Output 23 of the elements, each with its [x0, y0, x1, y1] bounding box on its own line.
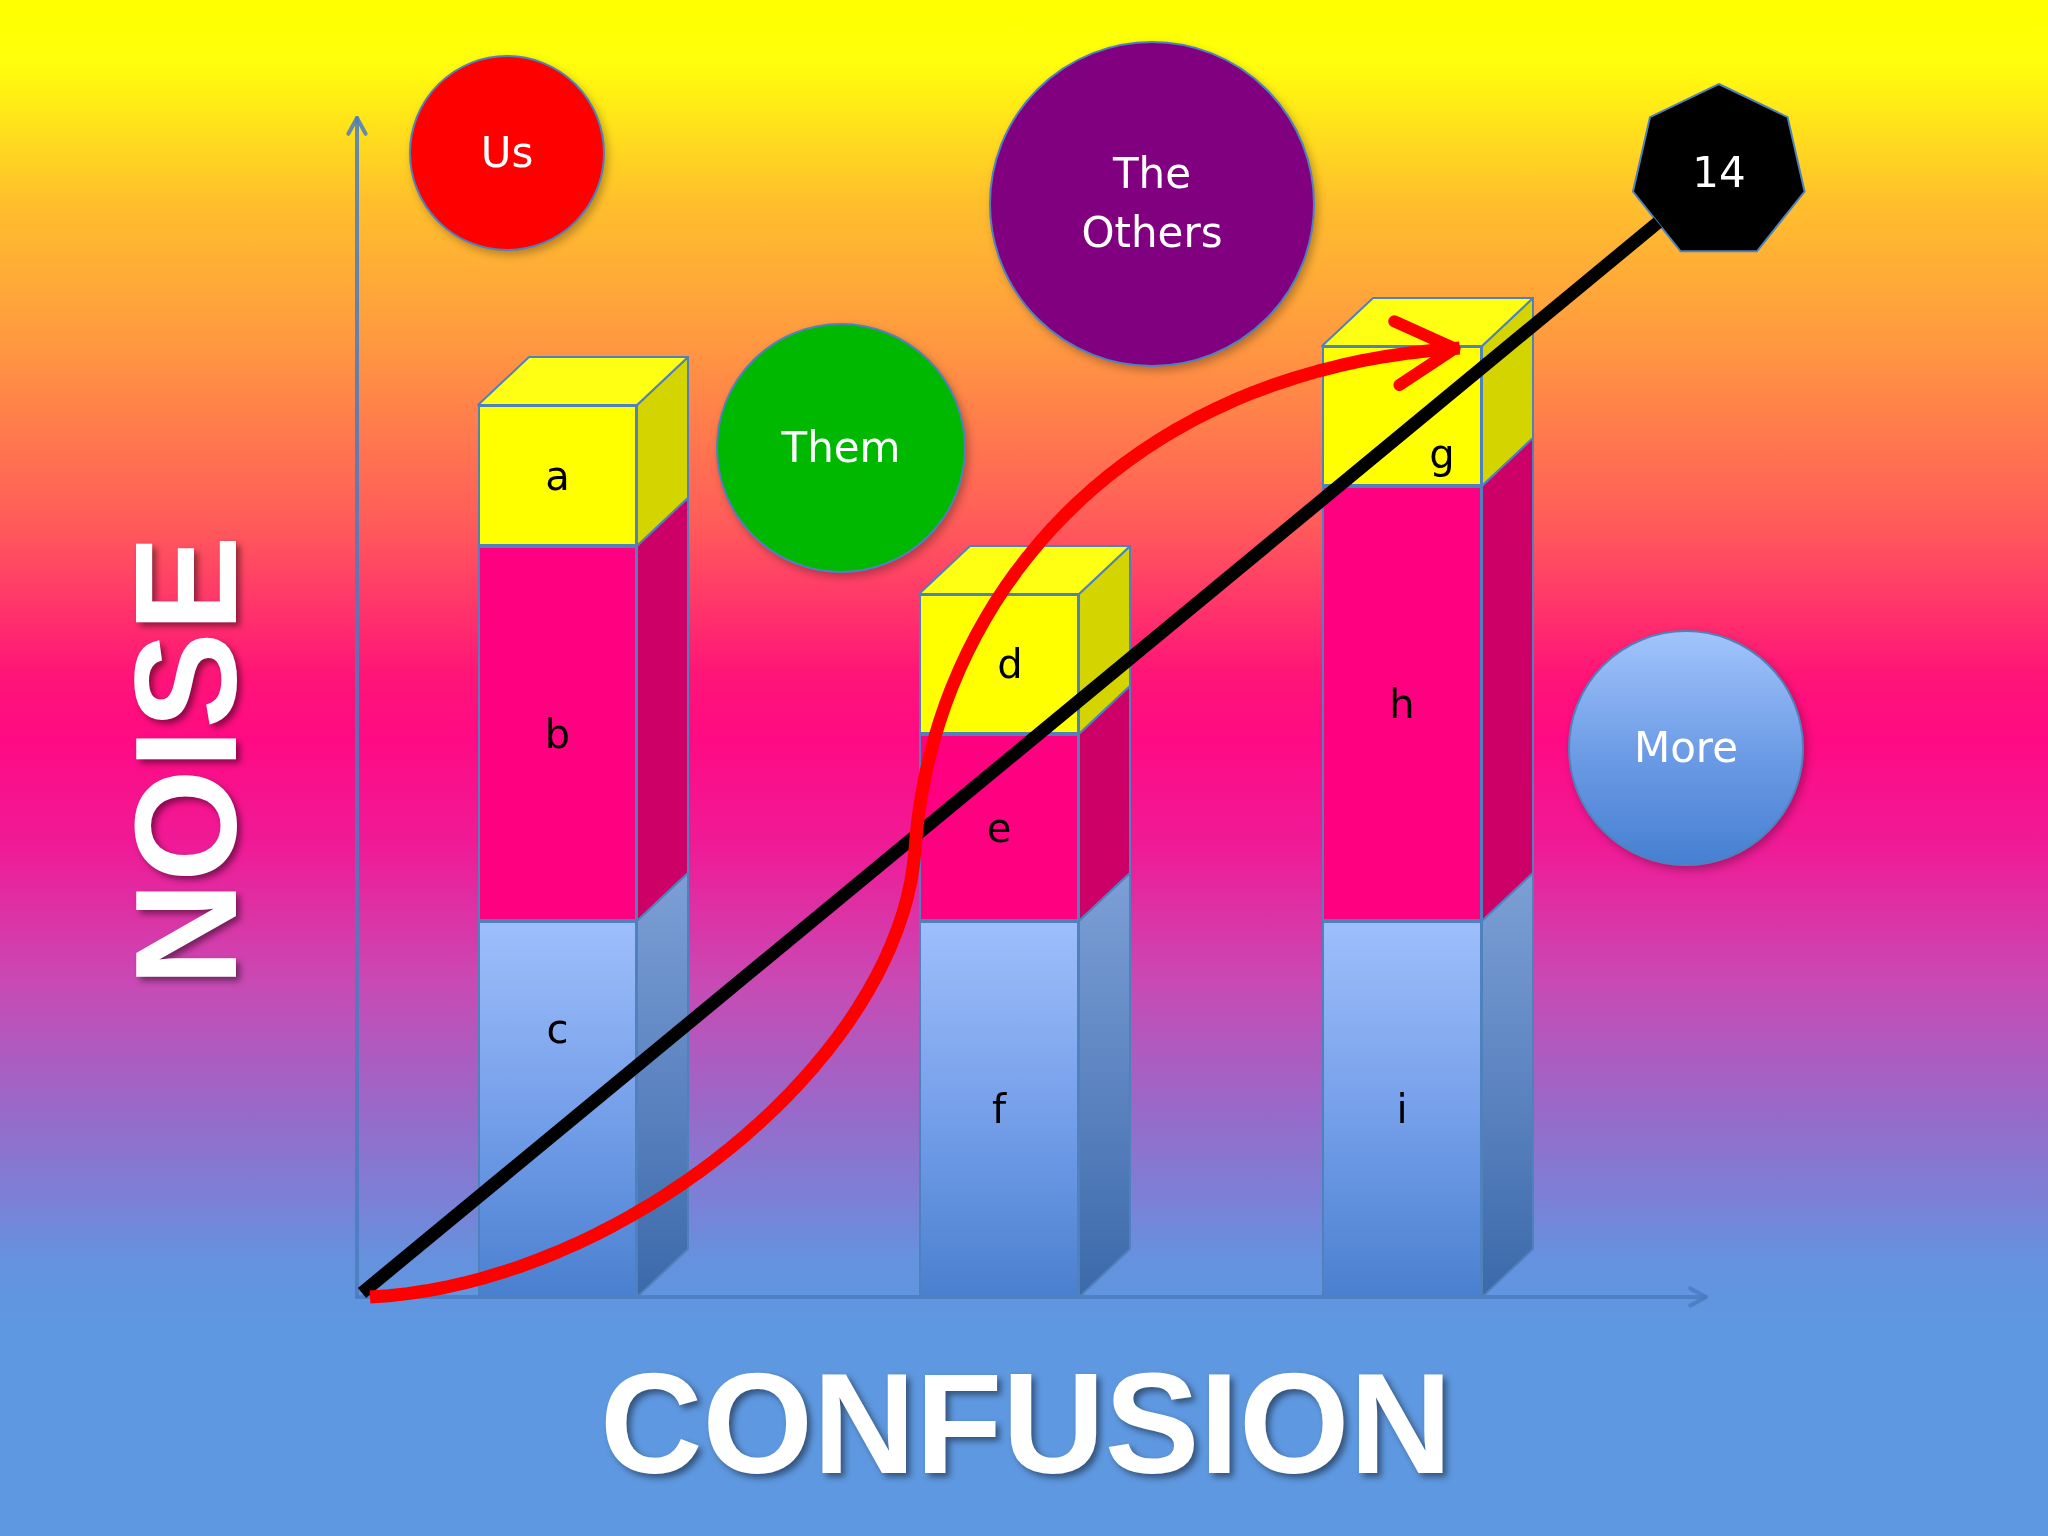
node-label: Them [781, 421, 901, 474]
segment-label: c [546, 1005, 569, 1054]
curved-arrow [369, 315, 1461, 1304]
bar-segment [478, 546, 637, 921]
node-label: More [1633, 721, 1739, 774]
node-label: The Others [1080, 148, 1224, 259]
axis-title: NOISE [113, 535, 259, 987]
heptagon-node [1633, 84, 1805, 252]
bar-segment [1322, 486, 1482, 921]
segment-label: i [1396, 1085, 1408, 1134]
axis-title: CONFUSION [600, 1353, 1452, 1495]
segment-label: d [997, 640, 1023, 689]
segment-label: a [545, 451, 570, 501]
segment-label: h [1389, 679, 1415, 729]
segment-label: e [986, 803, 1012, 853]
node-label: 14 [1692, 147, 1746, 200]
bar-segment [478, 405, 637, 546]
straight-line [357, 217, 1662, 1298]
bar-segment [919, 734, 1079, 921]
segment-label: b [544, 709, 571, 759]
segment-label: g [1429, 430, 1455, 479]
node-label: Us [480, 126, 534, 179]
segment-label: f [991, 1085, 1007, 1134]
